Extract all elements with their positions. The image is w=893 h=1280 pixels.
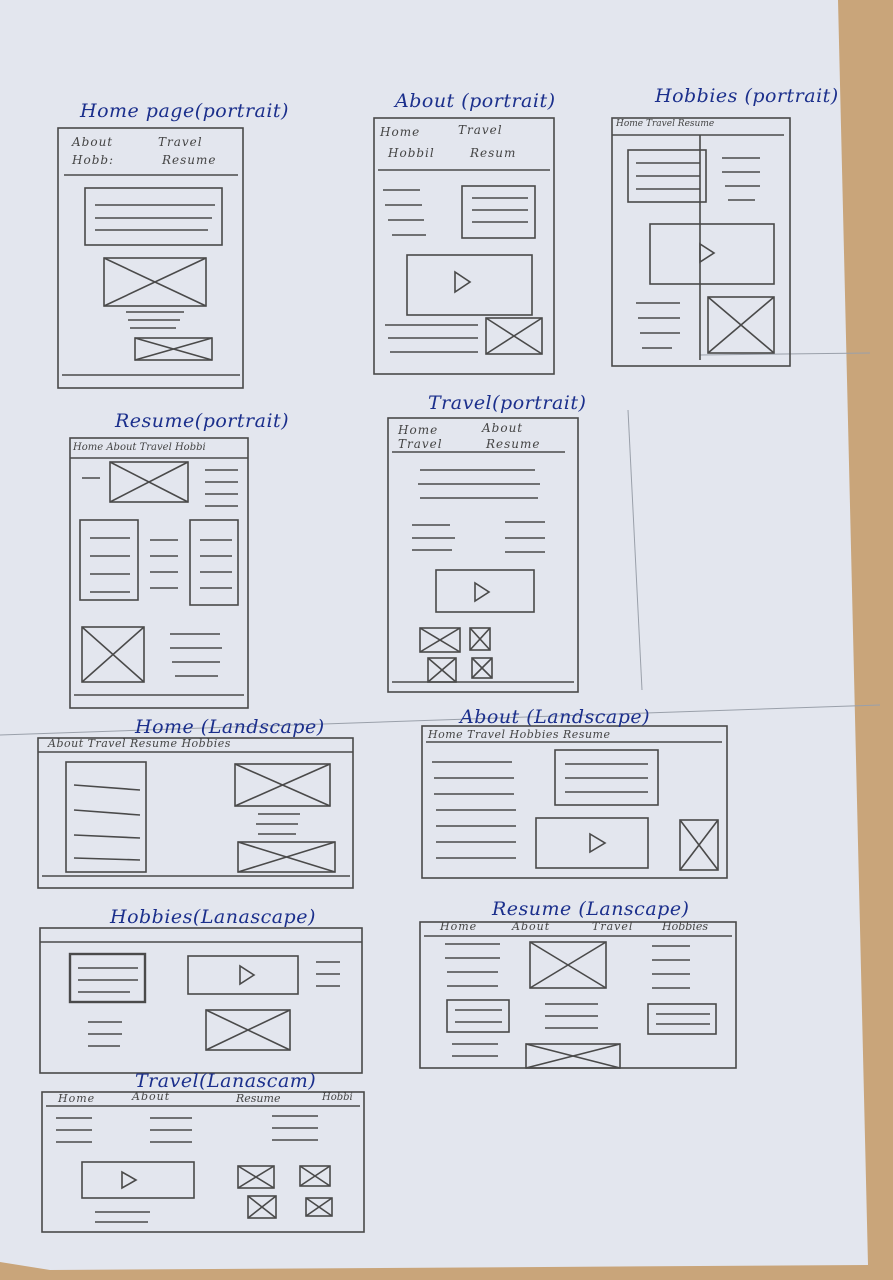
- home-landscape-title: Home (Landscape): [135, 716, 325, 738]
- about-landscape-title: About (Landscape): [460, 706, 651, 728]
- about-portrait-nav-resume: Resum: [470, 146, 517, 160]
- travel-portrait-nav-about: About: [482, 421, 524, 435]
- travel-portrait-title: Travel(portrait): [428, 392, 587, 414]
- home-portrait-nav-about: About: [72, 135, 114, 149]
- hobbies-portrait-title: Hobbies (portrait): [655, 85, 839, 107]
- travel-landscape-nav-resume: Resume: [236, 1092, 281, 1105]
- travel-portrait-nav-home: Home: [398, 423, 439, 437]
- home-portrait-nav-resume: Resume: [162, 153, 217, 167]
- about-portrait-wireframe: [373, 117, 555, 375]
- home-landscape-nav: About Travel Resume Hobbies: [48, 737, 231, 750]
- hobbies-portrait-wireframe: [611, 117, 791, 367]
- travel-portrait-wireframe: [387, 417, 579, 693]
- about-portrait-title: About (portrait): [395, 90, 556, 112]
- home-landscape-wireframe: [37, 737, 354, 889]
- travel-portrait-nav-resume: Resume: [486, 437, 541, 451]
- resume-landscape-nav-travel: Travel: [592, 920, 634, 933]
- travel-landscape-nav-home: Home: [58, 1092, 96, 1105]
- resume-portrait-nav: Home About Travel Hobbi: [73, 442, 206, 453]
- about-portrait-nav-home: Home: [380, 125, 421, 139]
- about-portrait-nav-travel: Travel: [458, 123, 503, 137]
- home-portrait-nav-hobbies: Hobb:: [72, 153, 115, 167]
- hobbies-portrait-nav: Home Travel Resume: [616, 119, 715, 129]
- resume-portrait-wireframe: [69, 437, 249, 709]
- home-portrait-title: Home page(portrait): [80, 100, 289, 122]
- travel-landscape-nav-hobbies: Hobbi: [322, 1092, 353, 1103]
- hobbies-landscape-title: Hobbies(Lanascape): [110, 906, 316, 928]
- travel-portrait-nav-travel: Travel: [398, 437, 443, 451]
- about-landscape-wireframe: [421, 725, 728, 879]
- hobbies-landscape-wireframe: [39, 927, 363, 1074]
- resume-landscape-nav-hobbies: Hobbies: [662, 920, 708, 933]
- resume-landscape-title: Resume (Lanscape): [492, 898, 690, 920]
- resume-landscape-nav-about: About: [512, 920, 551, 933]
- resume-portrait-title: Resume(portrait): [115, 410, 290, 432]
- home-portrait-wireframe: [57, 127, 244, 389]
- travel-landscape-wireframe: [41, 1091, 365, 1233]
- travel-landscape-nav-about: About: [132, 1090, 171, 1103]
- home-portrait-nav-travel: Travel: [158, 135, 203, 149]
- resume-landscape-nav-home: Home: [440, 920, 478, 933]
- travel-landscape-title: Travel(Lanascam): [135, 1070, 317, 1092]
- about-landscape-nav: Home Travel Hobbies Resume: [428, 728, 611, 741]
- resume-landscape-wireframe: [419, 921, 737, 1069]
- about-portrait-nav-hobbies: Hobbil: [388, 146, 435, 160]
